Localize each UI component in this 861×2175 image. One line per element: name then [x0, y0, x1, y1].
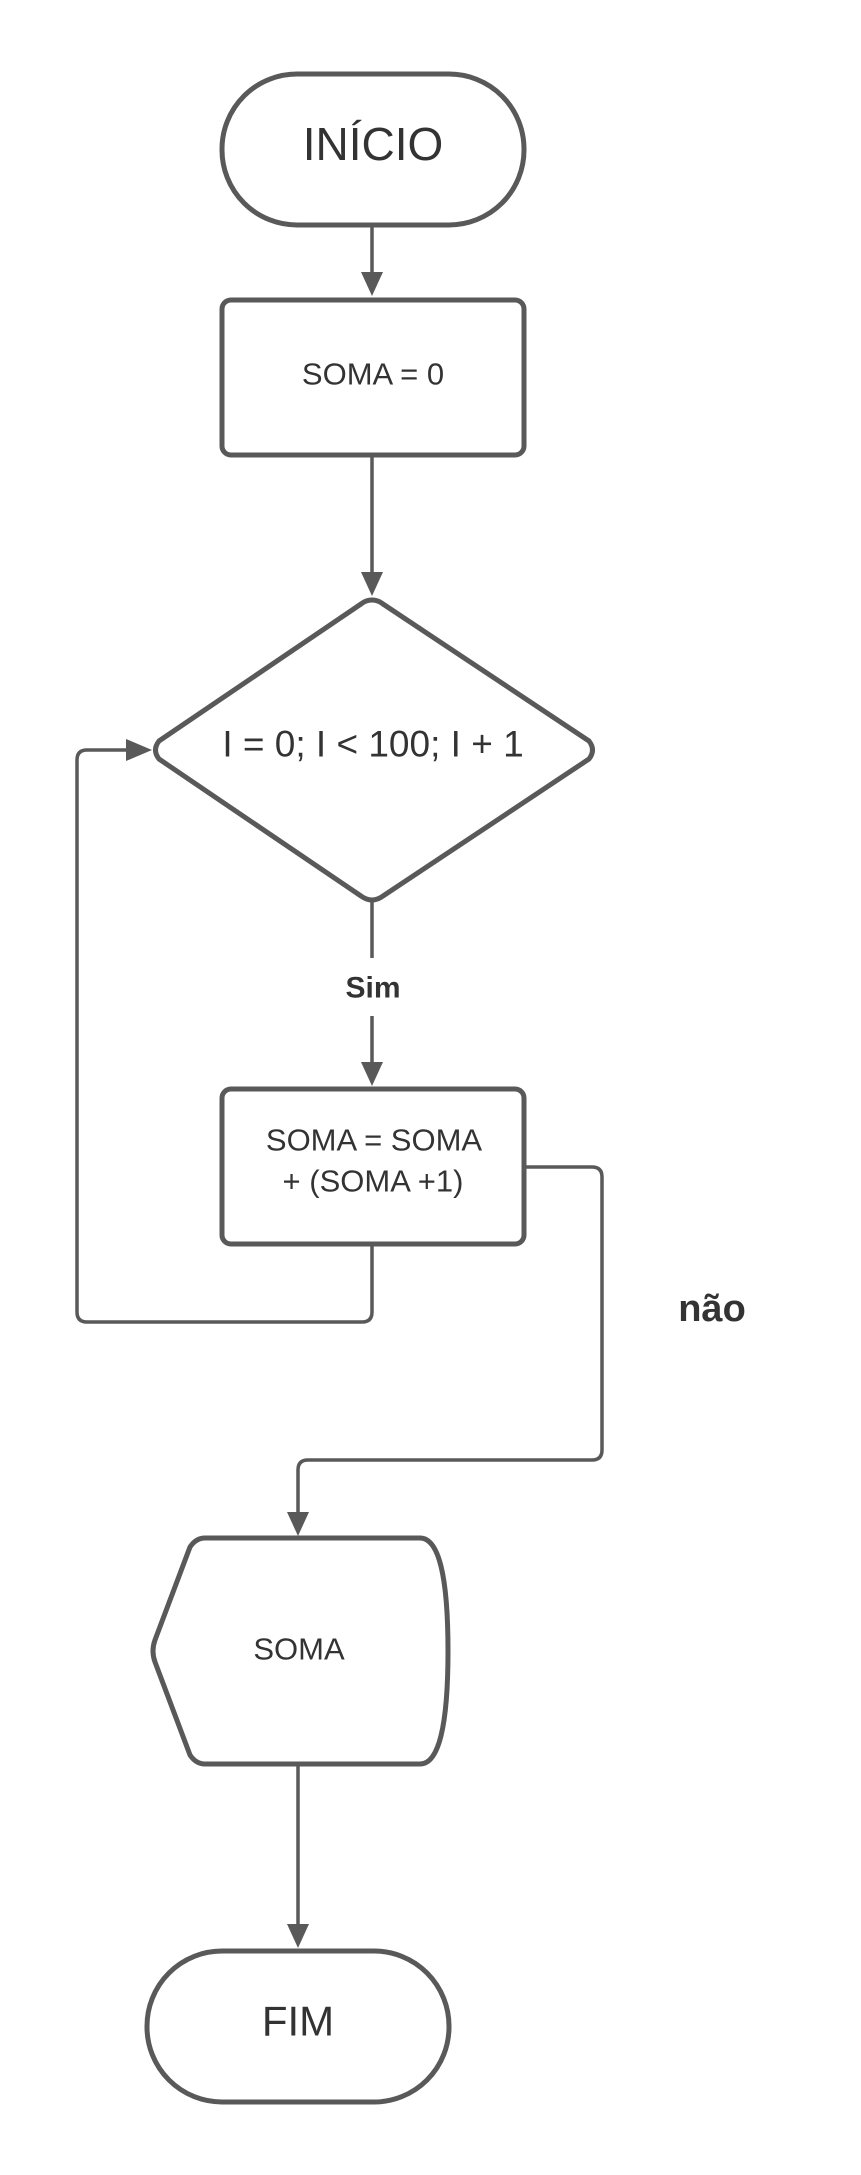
accumulate-process-shape	[219, 1086, 527, 1247]
edge-accumulate-to-output	[287, 1165, 604, 1536]
node-output: SOMA	[150, 1535, 451, 1767]
accumulate-label-line-2: + (SOMA +1)	[283, 1164, 464, 1199]
start-terminator-shape	[219, 71, 527, 228]
connectors	[75, 225, 604, 1948]
start-label: INÍCIO	[303, 118, 444, 170]
edge-loop-to-accumulate	[361, 898, 383, 1086]
init-label: SOMA = 0	[302, 357, 444, 392]
loop-decision-shape	[153, 597, 595, 903]
no-edge-label: não	[678, 1288, 746, 1330]
loop-label: I = 0; I < 100; I + 1	[222, 724, 523, 765]
accumulate-label-line-1: SOMA = SOMA	[266, 1123, 483, 1158]
end-label: FIM	[262, 1998, 334, 2045]
init-process-shape	[219, 297, 527, 458]
yes-label-background	[335, 960, 409, 1014]
yes-edge-label: Sim	[345, 972, 400, 1005]
edge-init-to-loop	[361, 455, 383, 596]
end-terminator-shape	[144, 1948, 452, 2105]
node-loop: I = 0; I < 100; I + 1	[153, 597, 595, 903]
edge-accumulate-to-loop	[75, 739, 374, 1324]
node-init: SOMA = 0	[219, 297, 527, 458]
edge-output-to-end	[287, 1764, 309, 1948]
output-label: SOMA	[253, 1632, 345, 1667]
node-start: INÍCIO	[219, 71, 527, 228]
node-end: FIM	[144, 1948, 452, 2105]
edge-start-to-init	[361, 225, 383, 296]
node-accumulate: SOMA = SOMA + (SOMA +1)	[219, 1086, 527, 1247]
output-display-shape	[150, 1535, 451, 1767]
